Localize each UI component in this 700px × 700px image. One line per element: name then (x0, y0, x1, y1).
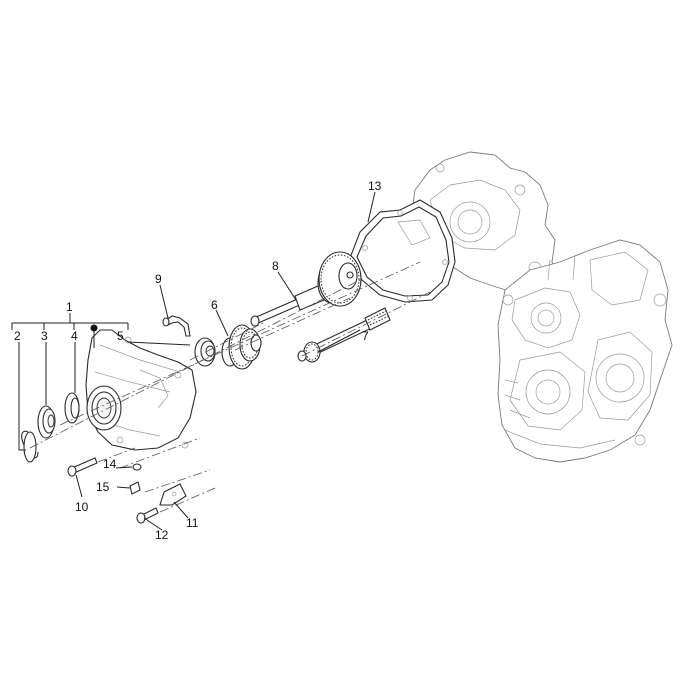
kit-marker-dot (90, 324, 98, 332)
bearing-5 (194, 337, 216, 367)
leader-lines (11, 191, 376, 531)
oil-seal-4 (64, 392, 80, 424)
callout-9: 9 (155, 272, 162, 286)
callout-7: 7 (362, 329, 369, 343)
callout-13: 13 (368, 179, 382, 193)
layshaft-gear (250, 251, 362, 327)
bracket-11 (159, 483, 187, 506)
transmission-cover (85, 329, 197, 451)
assembly-axes (29, 261, 431, 513)
callout-11: 11 (186, 516, 199, 530)
breather-hose (162, 315, 191, 337)
callout-10: 10 (75, 500, 89, 514)
cover-gasket (349, 199, 456, 303)
callout-2: 2 (14, 329, 21, 343)
callout-labels: 1 2 3 4 5 6 7 8 9 10 11 12 13 14 15 (14, 179, 382, 542)
callout-6: 6 (211, 298, 218, 312)
callout-1: 1 (66, 300, 73, 314)
intermediate-gear (221, 324, 262, 370)
circlip-2 (21, 430, 39, 463)
screw-15 (129, 481, 141, 495)
callout-12: 12 (155, 528, 169, 542)
callout-14: 14 (103, 457, 117, 471)
callout-15: 15 (96, 480, 110, 494)
callout-5: 5 (117, 329, 124, 343)
bolt-10 (67, 457, 98, 477)
bearing-3 (37, 405, 56, 439)
washer-14 (132, 463, 142, 471)
callout-4: 4 (71, 329, 78, 343)
crankcase-housing (411, 151, 673, 463)
callout-8: 8 (272, 259, 279, 273)
callout-3: 3 (41, 329, 48, 343)
